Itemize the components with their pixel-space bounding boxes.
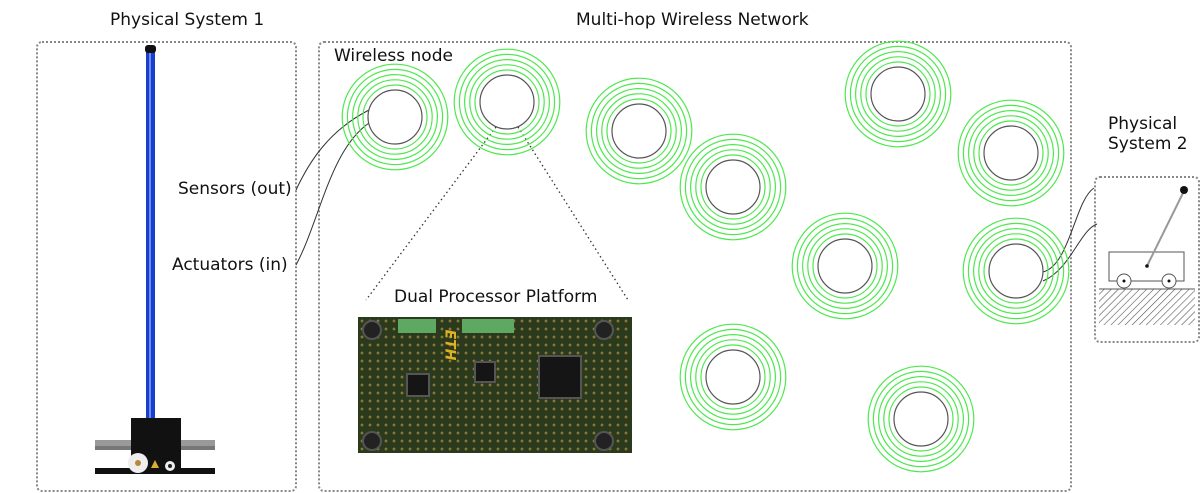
node-core [705,159,761,215]
node-core [893,391,949,447]
radio-ring [346,68,444,166]
radio-ring [590,82,688,180]
wireless-node-7 [791,212,899,320]
node-core [367,89,423,145]
physical-system-1-title: Physical System 1 [110,10,265,30]
radio-ring [967,222,1065,320]
wireless-node-label: Wireless node [334,46,453,66]
radio-ring [812,233,878,299]
radio-ring [801,223,888,310]
radio-ring [684,138,782,236]
actuators-label: Actuators (in) [172,255,288,275]
platform-label: Dual Processor Platform [394,287,598,307]
radio-ring [700,154,766,220]
radio-ring [983,238,1049,304]
radio-ring [883,381,959,457]
radio-ring [689,144,776,231]
radio-ring [849,45,947,143]
ps2-wire-2 [1042,223,1098,282]
radio-ring [606,98,672,164]
radio-ring [362,84,428,150]
radio-ring [860,56,936,132]
physical-system-1-panel [36,41,297,492]
network-panel [318,41,1072,492]
radio-ring [357,79,433,155]
radio-ring [962,104,1060,202]
radio-ring [695,149,771,225]
radio-ring [469,64,545,140]
wireless-node-4 [679,133,787,241]
dual-processor-board: ETH [358,317,632,453]
pendulum-cap [145,45,156,53]
radio-ring [352,73,439,161]
radio-ring [962,217,1070,325]
radio-ring [865,61,931,127]
wireless-node-9 [679,323,787,431]
ground-hatch [1099,289,1195,325]
radio-ring [585,77,693,185]
network-title: Multi-hop Wireless Network [576,10,809,30]
radio-ring [791,212,899,320]
radio-ring [595,87,682,175]
radio-ring [679,133,787,241]
node-core [479,74,535,130]
physical-system-2-title-line2: System 2 [1108,134,1188,154]
node-core [705,349,761,405]
wireless-node-3 [585,77,693,185]
actuator-wire [295,122,370,266]
radio-ring [341,63,449,171]
node-core [611,103,667,159]
radio-ring [888,386,954,452]
radio-ring [973,115,1049,191]
node-core [817,238,873,294]
warning-icon [151,460,159,468]
zoom-line-right [517,126,629,301]
zoom-line-left [365,126,497,301]
radio-ring [453,48,561,156]
wireless-node-8 [962,217,1070,325]
radio-ring [877,376,964,463]
radio-ring [695,339,771,415]
radio-ring [700,344,766,410]
wireless-node-2 [453,48,561,156]
node-core [870,66,926,122]
radio-ring [844,40,952,148]
wireless-node-5 [844,40,952,148]
wireless-node-1 [341,63,449,171]
cart-pole-rod [1146,190,1185,267]
ps2-wire-1 [1042,187,1095,273]
sensors-label: Sensors (out) [178,179,292,199]
radio-ring [679,323,787,431]
radio-ring [689,334,776,421]
radio-ring [854,50,941,138]
radio-ring [978,120,1044,186]
radio-ring [458,53,556,151]
cart-pole-mass [1180,186,1188,194]
radio-ring [978,233,1054,309]
radio-ring [684,328,782,426]
radio-ring [464,58,551,146]
node-core [983,125,1039,181]
radio-ring [872,370,970,468]
radio-ring [796,217,894,315]
wireless-node-6 [957,99,1065,207]
radio-ring [807,228,883,304]
radio-ring [601,93,677,169]
base-bar [95,468,215,474]
radio-ring [957,99,1065,207]
radio-ring [972,228,1059,315]
radio-ring [967,109,1054,197]
radio-ring [474,69,540,135]
radio-ring [867,365,975,473]
physical-system-2-title-line1: Physical [1108,114,1178,134]
wireless-node-10 [867,365,975,473]
physical-system-2-panel [1094,176,1200,343]
node-core [988,243,1044,299]
